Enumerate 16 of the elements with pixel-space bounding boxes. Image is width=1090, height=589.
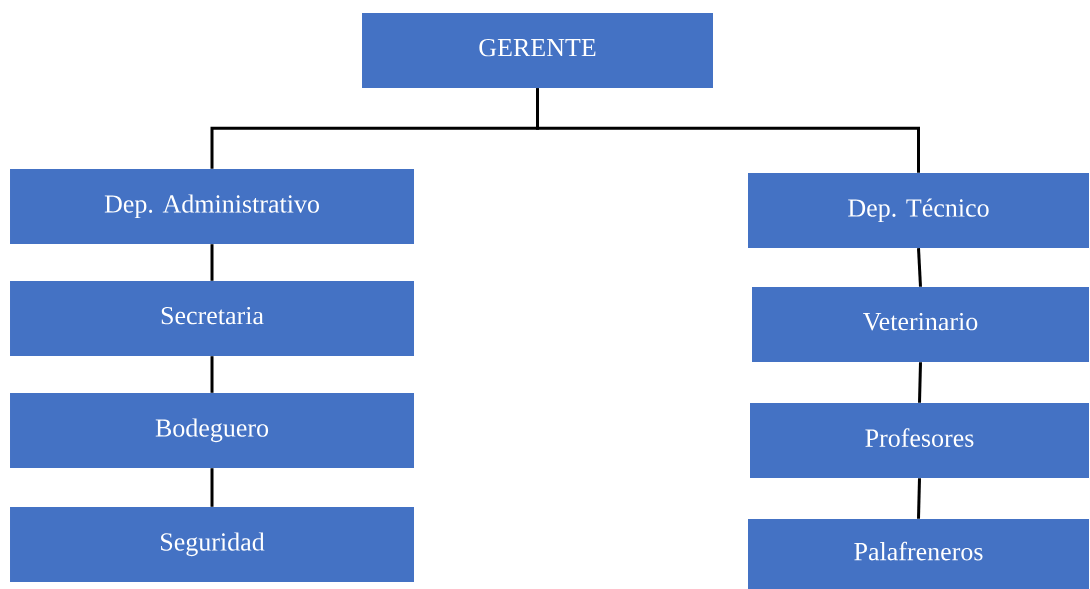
org-box: Veterinario bbox=[752, 287, 1089, 362]
org-box: Dep. Administrativo bbox=[10, 169, 414, 244]
connector-line bbox=[917, 248, 922, 287]
org-box: Seguridad bbox=[10, 507, 414, 582]
connector-line bbox=[210, 356, 214, 393]
connector-line bbox=[918, 362, 922, 403]
connector-line bbox=[210, 244, 214, 281]
org-box: GERENTE bbox=[362, 13, 713, 88]
connector-line bbox=[917, 478, 921, 519]
org-box: Profesores bbox=[750, 403, 1089, 478]
org-box: Bodeguero bbox=[10, 393, 414, 468]
connector-line bbox=[536, 88, 920, 173]
org-box: Dep. Técnico bbox=[748, 173, 1089, 248]
org-box: Palafreneros bbox=[748, 519, 1089, 589]
connector-line bbox=[210, 468, 214, 507]
org-box: Secretaria bbox=[10, 281, 414, 356]
